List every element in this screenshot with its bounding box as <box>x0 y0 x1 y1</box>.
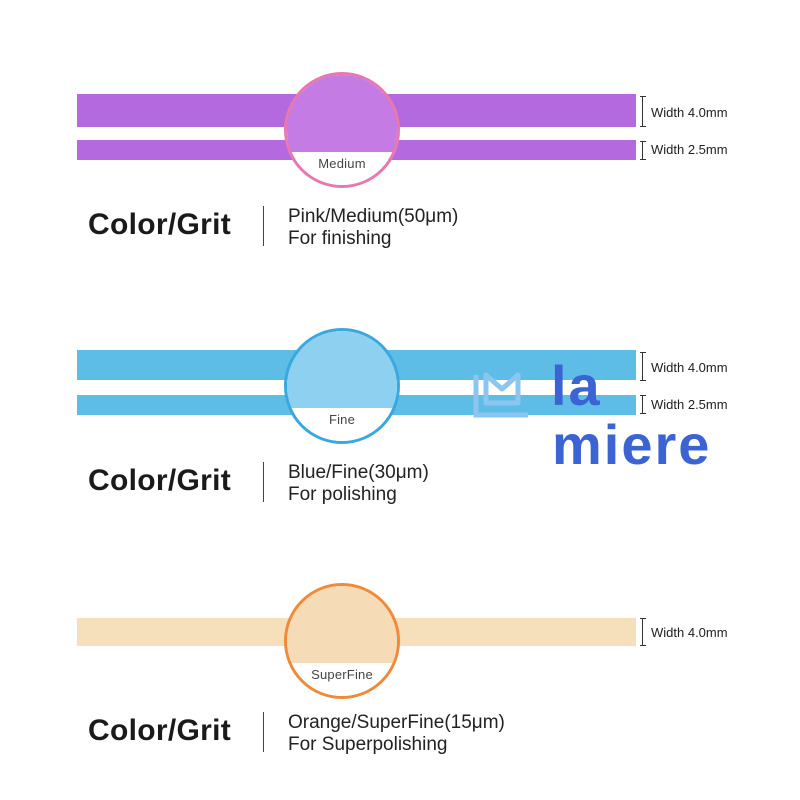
grit-label: SuperFine <box>311 667 373 682</box>
width-bracket <box>640 141 646 160</box>
color-grit-title: Color/Grit <box>88 464 231 497</box>
width-bracket <box>640 352 646 381</box>
divider <box>263 462 264 502</box>
divider <box>263 712 264 752</box>
lamiere-logo-icon <box>473 372 528 418</box>
grit-label: Fine <box>328 412 356 427</box>
grit-usage: For Superpolishing <box>288 734 448 755</box>
width-label: Width 2.5mm <box>651 397 728 412</box>
color-grit-title: Color/Grit <box>88 714 231 747</box>
color-grit-title: Color/Grit <box>88 208 231 241</box>
grit-label: Medium <box>318 156 366 171</box>
width-bracket <box>640 395 646 414</box>
grit-circle: SuperFine <box>284 583 400 699</box>
grit-spec: Orange/SuperFine(15μm) <box>288 712 505 733</box>
grit-description: Pink/Medium(50μm) For finishing <box>288 206 458 250</box>
grit-spec: Blue/Fine(30μm) <box>288 462 429 483</box>
width-bracket <box>640 96 646 127</box>
grit-usage: For polishing <box>288 484 397 505</box>
grit-description: Orange/SuperFine(15μm) For Superpolishin… <box>288 712 505 756</box>
grit-spec: Pink/Medium(50μm) <box>288 206 459 227</box>
width-bracket <box>640 618 646 646</box>
grit-description: Blue/Fine(30μm) For polishing <box>288 462 429 506</box>
divider <box>263 206 264 246</box>
logo-text-la: la <box>551 354 602 417</box>
width-label: Width 4.0mm <box>651 360 728 375</box>
width-label: Width 4.0mm <box>651 105 728 120</box>
grit-circle: Medium <box>284 72 400 188</box>
grit-circle: Fine <box>284 328 400 444</box>
logo-text-miere: miere <box>552 413 712 476</box>
width-label: Width 2.5mm <box>651 142 728 157</box>
grit-usage: For finishing <box>288 228 392 249</box>
brand-logo: la miere <box>470 354 750 495</box>
width-label: Width 4.0mm <box>651 625 728 640</box>
